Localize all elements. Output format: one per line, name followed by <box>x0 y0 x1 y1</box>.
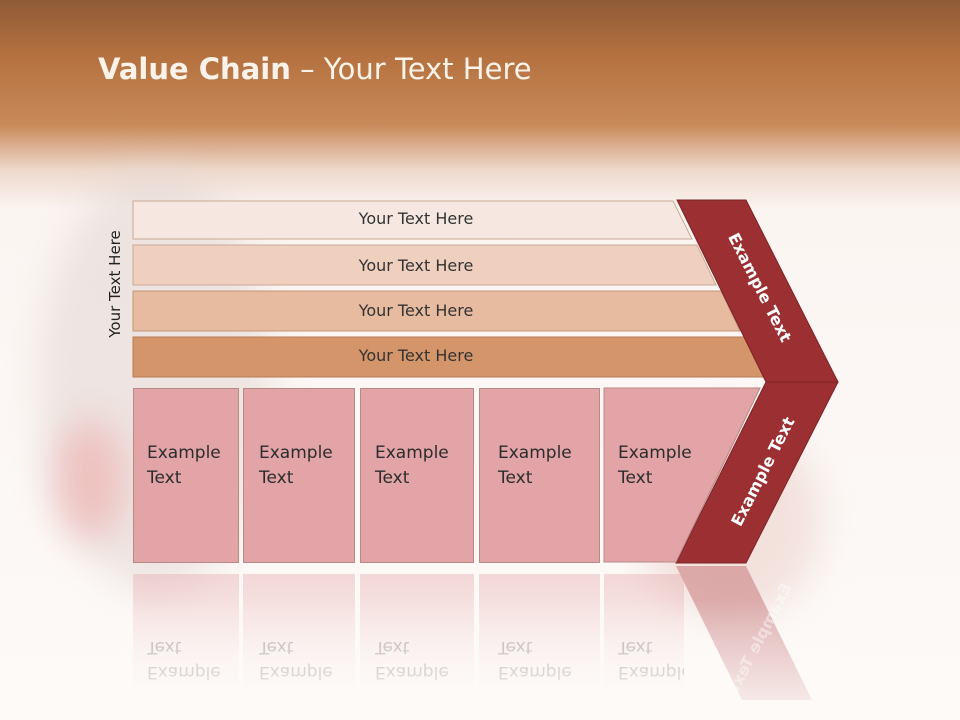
row-bar-2 <box>132 244 717 286</box>
title-rest: – Your Text Here <box>290 52 532 86</box>
last-box-shape <box>603 387 761 563</box>
activity-box-4 <box>479 388 600 563</box>
background-hand <box>55 420 125 540</box>
row-label-4: Your Text Here <box>358 346 474 365</box>
row-bar-3 <box>132 290 741 332</box>
activity-box-3 <box>360 388 474 563</box>
slide-title: Value Chain – Your Text Here <box>98 52 532 86</box>
title-bold: Value Chain <box>98 52 291 86</box>
row-label-2: Your Text Here <box>358 256 474 275</box>
activity-box-1 <box>133 388 239 563</box>
activity-box-2 <box>243 388 355 563</box>
chevron-lower <box>675 381 839 564</box>
row-label-1: Your Text Here <box>358 209 474 228</box>
row-bar-1 <box>132 200 693 240</box>
reflection-fade <box>120 600 840 720</box>
row-label-3: Your Text Here <box>358 301 474 320</box>
